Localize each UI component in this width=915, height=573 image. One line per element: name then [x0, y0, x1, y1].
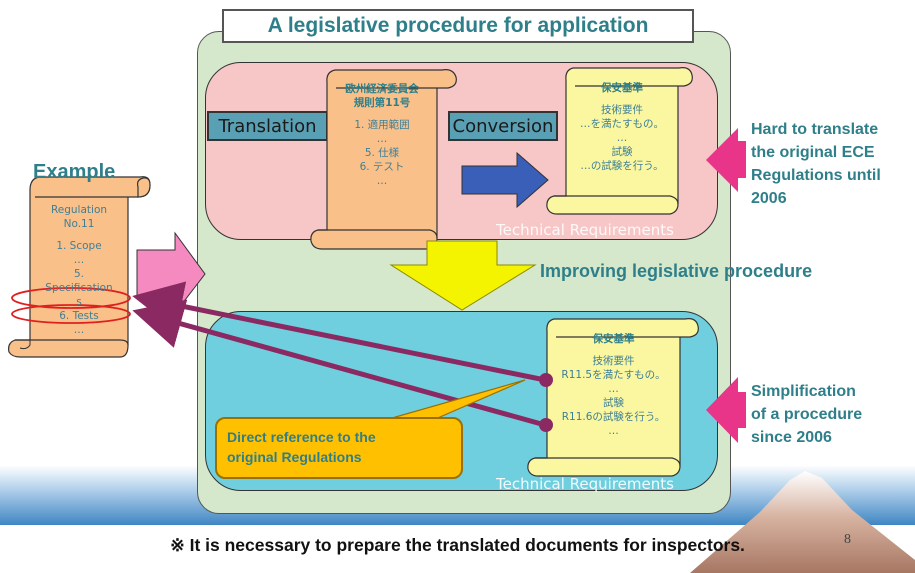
safety-top-line-6: …の試験を行う。 [580, 160, 664, 172]
example-scroll-shape [8, 176, 151, 358]
safety-bottom-line-2: 技術要件 [592, 355, 635, 367]
right-note-top-line-2: Regulations until [751, 167, 881, 184]
page-title: A legislative procedure for application [222, 9, 694, 43]
example-line-9: … [73, 324, 85, 336]
mountain-shape [690, 471, 915, 573]
safety-bottom-line-0: 保安基準 [592, 333, 635, 345]
footer-note: ※ It is necessary to prepare the transla… [170, 535, 745, 555]
safety-top-scroll-text: 保安基準 技術要件 …を満たすもの。 … 試験 …の試験を行う。 [566, 81, 678, 173]
reference-dot-1 [539, 373, 553, 387]
example-line-1: No.11 [63, 218, 95, 230]
right-note-bottom-line-1: of a procedure [751, 406, 863, 423]
safety-bottom-line-5: 試験 [603, 397, 624, 409]
example-line-2 [30, 231, 128, 239]
example-line-7: s [76, 296, 82, 308]
improvement-arrow [389, 240, 537, 311]
safety-scroll-bottom-shape [527, 318, 699, 477]
right-note-bottom-line-0: Simplification [751, 383, 856, 400]
safety-top-line-1 [566, 95, 678, 103]
ece-line-5: 5. 仕様 [364, 147, 400, 159]
safety-top-line-4: … [616, 132, 628, 144]
note-arrow-bottom [706, 377, 746, 443]
right-note-top-line-0: Hard to translate [751, 121, 879, 138]
direct-reference-callout: Direct reference to the original Regulat… [215, 417, 463, 479]
right-note-bottom-line-2: since 2006 [751, 429, 832, 446]
right-note-bottom: Simplification of a procedure since 2006 [751, 380, 862, 449]
conversion-arrow [461, 151, 549, 209]
ece-line-0: 欧州経済委員会 [345, 83, 419, 95]
reference-link-2 [132, 299, 546, 428]
example-line-4: … [73, 254, 85, 266]
ece-scroll-text: 欧州経済委員会 規則第11号 1. 適用範囲 … 5. 仕様 6. テスト … [330, 82, 434, 188]
example-line-0: Regulation [50, 204, 108, 216]
right-note-top: Hard to translate the original ECE Regul… [751, 118, 881, 210]
safety-bottom-line-6: R11.6の試験を行う。 [561, 411, 666, 423]
ece-line-7: … [376, 175, 388, 187]
page-number: 8 [844, 532, 851, 547]
improving-label: Improving legislative procedure [540, 261, 813, 281]
example-label: Example [33, 161, 116, 183]
example-line-6: Specification [45, 282, 113, 294]
reference-dot-2 [539, 418, 553, 432]
conversion-label: Conversion [448, 111, 558, 141]
ece-line-2 [330, 110, 434, 118]
example-scroll-text: Regulation No.11 1. Scope … 5. Specifica… [30, 203, 128, 337]
note-arrow-top [706, 128, 746, 192]
tech-req-label-top: Technical Requirements [496, 221, 674, 239]
highlight-ellipse-1 [11, 287, 131, 309]
translation-label: Translation [207, 111, 328, 141]
safety-bottom-scroll-text: 保安基準 技術要件 R11.5を満たすもの。 … 試験 R11.6の試験を行う。… [547, 332, 680, 438]
callout-line-0: Direct reference to the [227, 429, 376, 445]
ece-line-6: 6. テスト [359, 161, 405, 173]
safety-bottom-line-3: R11.5を満たすもの。 [561, 369, 666, 381]
safety-scroll-top-shape [546, 67, 693, 215]
safety-bottom-line-1 [547, 346, 680, 354]
right-note-top-line-1: the original ECE [751, 144, 875, 161]
safety-top-line-0: 保安基準 [601, 82, 643, 94]
callout-line-1: original Regulations [227, 449, 362, 465]
reference-link-1 [132, 281, 546, 383]
example-line-8: 6. Tests [59, 310, 99, 322]
ece-line-1: 規則第11号 [353, 97, 411, 109]
example-line-3: 1. Scope [56, 240, 102, 252]
safety-bottom-line-4: … [608, 383, 619, 395]
tech-req-label-bottom: Technical Requirements [496, 475, 674, 493]
ece-line-3: 1. 適用範囲 [354, 119, 410, 131]
safety-top-line-2: 技術要件 [601, 104, 643, 116]
safety-top-line-5: 試験 [611, 146, 633, 158]
safety-top-line-3: …を満たすもの。 [580, 118, 664, 130]
ece-line-4: … [376, 133, 388, 145]
right-note-top-line-3: 2006 [751, 190, 787, 207]
safety-bottom-line-7: … [608, 425, 619, 437]
highlight-ellipse-2 [11, 304, 131, 324]
example-line-5: 5. [73, 268, 85, 280]
